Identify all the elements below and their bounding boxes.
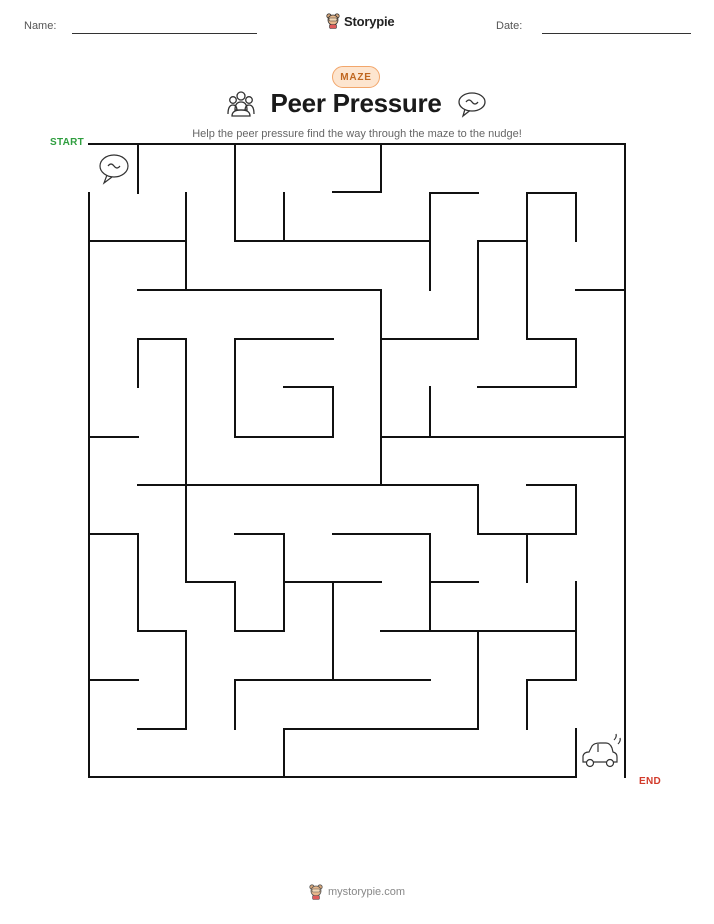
brand-logo: Storypie	[326, 13, 395, 29]
page-title: Peer Pressure	[270, 88, 442, 118]
date-label: Date:	[496, 20, 523, 32]
people-group-icon	[227, 90, 256, 117]
maze-walls	[88, 143, 626, 778]
car-icon	[582, 733, 621, 768]
name-label: Name:	[24, 20, 57, 32]
footer-url: mystorypie.com	[327, 886, 406, 898]
bear-mascot-icon	[326, 13, 340, 29]
bear-mascot-icon	[309, 884, 323, 900]
footer: mystorypie.com	[0, 884, 714, 900]
end-label: END	[639, 776, 662, 787]
title-row: Peer Pressure	[0, 88, 714, 119]
speech-bubble-icon	[99, 154, 129, 185]
brand-name: Storypie	[344, 13, 395, 29]
name-line	[72, 33, 257, 34]
start-label: START	[50, 137, 85, 148]
date-line	[542, 33, 691, 34]
maze-badge: MAZE	[332, 66, 380, 88]
speech-bubble-icon	[457, 91, 486, 118]
instructions: Help the peer pressure find the way thro…	[192, 128, 522, 140]
